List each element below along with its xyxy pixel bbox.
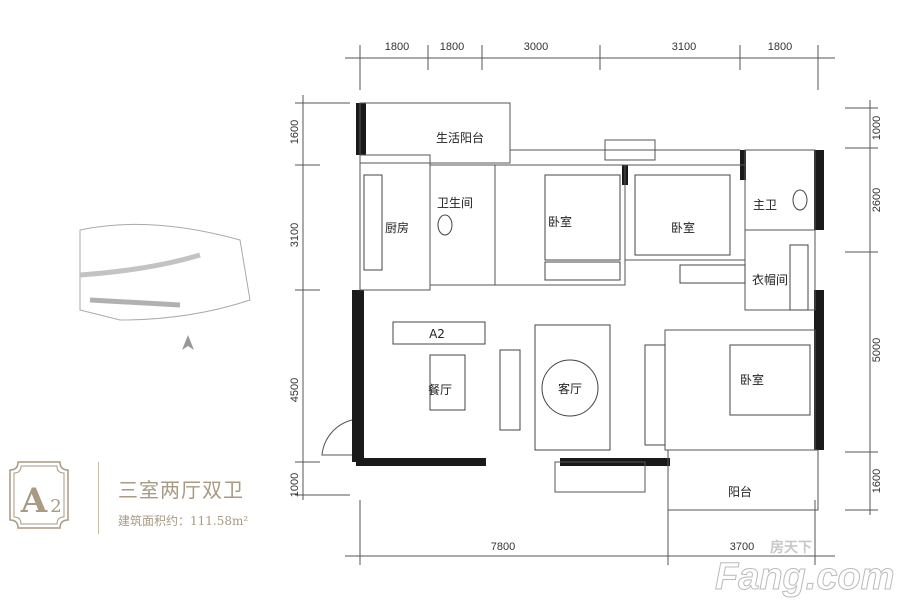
dim-left-3: 4500 bbox=[289, 378, 301, 402]
dim-top-2: 1800 bbox=[440, 41, 464, 53]
dim-top-3: 3000 bbox=[524, 41, 548, 53]
label-bedroom-1: 卧室 bbox=[548, 214, 572, 229]
dim-right-2: 2600 bbox=[871, 188, 883, 212]
label-closet: 衣帽间 bbox=[752, 272, 788, 287]
label-bedroom-3: 卧室 bbox=[740, 372, 764, 387]
label-living: 客厅 bbox=[558, 381, 582, 396]
dim-top-5: 1800 bbox=[768, 41, 792, 53]
dim-left-1: 1600 bbox=[289, 120, 301, 144]
area-text: 建筑面积约：111.58m² bbox=[118, 512, 248, 529]
dim-bottom-1: 7800 bbox=[491, 541, 515, 553]
dim-bottom-2: 3700 bbox=[730, 541, 754, 553]
dim-right-4: 1600 bbox=[871, 469, 883, 493]
badge-letter: A bbox=[20, 481, 48, 521]
wardrobe-2 bbox=[679, 264, 746, 284]
unit-type-title: 三室两厅双卫 bbox=[118, 478, 244, 502]
furniture bbox=[363, 174, 811, 451]
closet-rack bbox=[789, 244, 809, 311]
top-dimensions: 1800 1800 3000 3100 1800 bbox=[345, 41, 835, 90]
right-dimensions: 1000 2600 5000 1600 bbox=[845, 100, 883, 515]
label-balcony: 阳台 bbox=[728, 484, 752, 499]
bed-1 bbox=[544, 174, 621, 261]
watermark-cn: 房天下 bbox=[770, 540, 812, 556]
dim-top-1: 1800 bbox=[385, 41, 409, 53]
room-labels: 生活阳台 卫生间 厨房 卧室 卧室 主卫 衣帽间 A2 客厅 餐厅 卧室 阳台 bbox=[385, 130, 788, 499]
label-dining: 餐厅 bbox=[428, 382, 452, 397]
divider bbox=[98, 462, 99, 534]
label-master-bath: 主卫 bbox=[753, 198, 777, 212]
bottom-dimensions: 7800 3700 bbox=[345, 500, 835, 565]
area-value: 111.58m² bbox=[190, 514, 249, 528]
label-kitchen: 厨房 bbox=[385, 220, 409, 235]
label-service-balcony: 生活阳台 bbox=[436, 130, 484, 145]
bed-2 bbox=[634, 174, 731, 256]
badge-number: 2 bbox=[50, 496, 61, 517]
watermark-en: Fang.com bbox=[714, 556, 895, 598]
dim-top-4: 3100 bbox=[672, 41, 696, 53]
area-label: 建筑面积约： bbox=[118, 514, 191, 528]
label-bedroom-2: 卧室 bbox=[671, 220, 695, 235]
sofa bbox=[499, 349, 521, 431]
unit-badge: A 2 bbox=[9, 461, 69, 529]
dim-right-1: 1000 bbox=[871, 116, 883, 140]
dim-left-2: 3100 bbox=[289, 223, 301, 247]
bed-3 bbox=[729, 344, 811, 416]
site-plan-thumbnail bbox=[79, 223, 251, 350]
north-arrow-icon bbox=[182, 335, 194, 350]
dim-left-4: 1000 bbox=[289, 473, 301, 497]
dining-table bbox=[429, 354, 466, 411]
wardrobe-1 bbox=[544, 261, 621, 281]
toilet-1 bbox=[437, 214, 453, 236]
dim-right-3: 5000 bbox=[871, 338, 883, 362]
toilet-2 bbox=[792, 189, 808, 211]
tv-cabinet bbox=[644, 344, 666, 446]
left-dimensions: 1600 3100 4500 1000 bbox=[289, 95, 350, 500]
label-bathroom: 卫生间 bbox=[437, 196, 473, 210]
label-box bbox=[392, 321, 486, 345]
kitchen-counter bbox=[363, 174, 383, 271]
label-unit: A2 bbox=[429, 327, 445, 341]
coffee-table bbox=[541, 359, 599, 417]
